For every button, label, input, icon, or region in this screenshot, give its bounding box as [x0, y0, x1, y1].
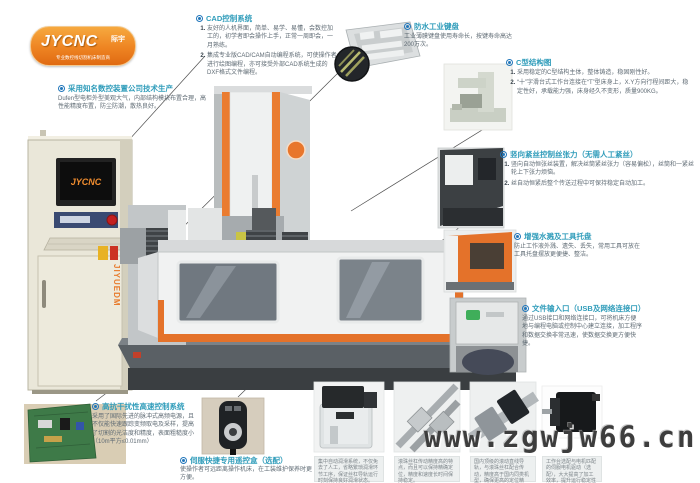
callout-waterproof-keyboard: 防水工业键盘 工业薄膜键盘使用寿命长，按键寿命高达200万次。	[404, 22, 512, 50]
callout-item: “十”字滑台式工作台连接在“T”型床身上，X.Y方向行程间距大，稳定性好，承载能…	[517, 79, 690, 96]
product-caption: 集中自动润滑系统，不仅免去了人工，省略繁琐润滑环节工序，保证丝杠导轨运行时刻保持…	[314, 456, 384, 483]
bullet-icon	[506, 59, 513, 66]
site-watermark: www.zgwjw66.cn	[424, 420, 697, 454]
logo-brand: JYCNC	[41, 33, 98, 50]
callout-title: 竖向紧丝控制丝张力（无需人工紧丝）	[510, 150, 638, 159]
logo-chinese-name: 际宇	[111, 36, 125, 43]
callout-body: 使操作者可远距离操作机床，在工装维护保养时更方便。	[180, 467, 313, 482]
callout-item: 采用稳定的C型结构主体，整体铸造，稳固刚性好。	[517, 69, 690, 77]
bullet-icon	[522, 305, 529, 312]
bullet-icon	[500, 151, 507, 158]
warning-sticker	[110, 246, 118, 260]
wire-guide	[236, 232, 246, 246]
callout-title: 采用知名数控装置公司技术生产	[68, 84, 173, 93]
c-frame-casting-photo	[443, 63, 513, 131]
ball-screw-photo	[393, 381, 461, 453]
callout-remote-pendant: 伺服快捷专用遥控盒（选配） 使操作者可远距离操作机床，在工装维护保养时更方便。	[180, 456, 312, 483]
wire-tension-photo	[437, 147, 505, 229]
callout-title: 防水工业键盘	[414, 22, 459, 31]
callout-item: 丝自动恒紧后整个传送过程中可保持稳定自动加工。	[511, 180, 696, 188]
callout-title: 伺服快捷专用遥控盒（选配）	[190, 456, 288, 465]
callout-cad-system: CAD控制系统 友好的人机界面，简单、易学、易懂，会数控加工的，初学者即会操作上…	[196, 14, 338, 79]
company-logo: JYCNC 际宇 专业数控线切割机床制造商	[30, 26, 136, 66]
callout-body: Dufen型电柜外型美观大气，内部结构模块布置合理，高性能精度布置，防尘防潮，散…	[58, 96, 207, 111]
callout-title: C型结构图	[516, 58, 552, 67]
cabinet-monitor: JYCNC	[56, 158, 116, 206]
warning-sticker	[98, 246, 108, 260]
bullet-icon	[180, 457, 187, 464]
product-caption: 国内顶级的滚动直线导轨，与滚珠丝杠配合传动，精度高于国内同类机型，确保更高的定位…	[470, 456, 536, 483]
column-logo-badge	[286, 140, 306, 160]
callout-body: 通过USB接口和网络连接口，可将机床方便地与编程电脑或控制中心建立连接，加工程序…	[522, 316, 643, 348]
linear-guide-photo	[467, 381, 539, 453]
emergency-stop-button	[106, 214, 118, 226]
bullet-icon	[58, 85, 65, 92]
callout-body: 防止工作液外溅、遗失、丢失，常用工具可放在工具托盘摆放更便捷、整洁。	[514, 244, 641, 259]
callout-item: 友好的人机界面，简单、易学、易懂，会数控加工的，初学者即会操作上手，正常一周即会…	[207, 25, 338, 50]
callout-hf-control: 高抗干扰性高速控制系统 采用了国际先进的脉冲式高频电源，且不仅能快速跟踪变频取电…	[92, 402, 214, 447]
keyboard-detail-inset	[334, 46, 370, 82]
bullet-icon	[514, 233, 521, 240]
callout-splash-guard: 增强水溅及工具托盘 防止工作液外溅、遗失、丢失，常用工具可放在工具托盘摆放更便捷…	[514, 232, 642, 260]
cabinet-door	[37, 255, 123, 387]
callout-item: 集成专业版CAD/CAM自动编程系统，可使操作者进行绘图编程，亦可接受外部CAD…	[207, 52, 338, 77]
bullet-icon	[196, 15, 203, 22]
control-board-photo	[24, 403, 126, 464]
cabinet-side-brand: JIYUEDM	[112, 264, 121, 307]
callout-body: 工业薄膜键盘使用寿命长，按键寿命高达200万次。	[404, 34, 513, 49]
splash-guard-photo	[443, 229, 517, 293]
bullet-icon	[404, 23, 411, 30]
usb-port-photo	[449, 297, 527, 375]
callout-title: 文件输入口（USB及网络连接口）	[532, 304, 646, 313]
callout-title: 高抗干扰性高速控制系统	[102, 402, 185, 411]
callout-title: 增强水溅及工具托盘	[524, 232, 592, 241]
callout-wire-tension: 竖向紧丝控制丝张力（无需人工紧丝） 竖向自动恒张丝装置，解决丝筒紧丝张力（容易偏…	[500, 150, 696, 190]
callout-c-structure: C型结构图 采用稳定的C型结构主体，整体铸造，稳固刚性好。 “十”字滑台式工作台…	[506, 58, 690, 98]
callout-body: 采用了国际先进的脉冲式高频电源，且不仅能快速跟踪变频取电及采样，提高了切割的光洁…	[92, 414, 195, 446]
svg-text:JYCNC: JYCNC	[71, 177, 102, 187]
servo-motor-photo	[541, 385, 603, 439]
callout-usb-port: 文件输入口（USB及网络连接口） 通过USB接口和网络连接口，可将机床方便地与编…	[522, 304, 680, 349]
keyboard-photo	[334, 21, 421, 82]
callout-cabinet-tech: 采用知名数控装置公司技术生产 Dufen型电柜外型美观大气，内部结构模块布置合理…	[58, 84, 210, 112]
control-cabinet-photo: JYCNC JIYUEDM	[27, 130, 133, 394]
lubrication-pump-photo	[313, 381, 385, 453]
callout-item: 竖向自动恒张丝装置，解决丝筒紧丝张力（容易偏松），丝筒和一紧丝轮上下张力烦恼。	[511, 161, 696, 178]
bullet-icon	[92, 403, 99, 410]
callout-title: CAD控制系统	[206, 14, 253, 23]
product-caption: 滚珠丝杠传动精度高的特点，而且可以保持精确定位，精度和速度长时间保持稳定。	[394, 456, 460, 483]
product-caption: 工作台选配与电机匹配的伺服电机驱动（选配），大大提高了加工效率，提升运行稳定性和…	[542, 456, 602, 483]
remote-pendant-photo	[201, 397, 265, 455]
logo-tagline: 专业数控线切割机床制造商	[56, 55, 110, 60]
